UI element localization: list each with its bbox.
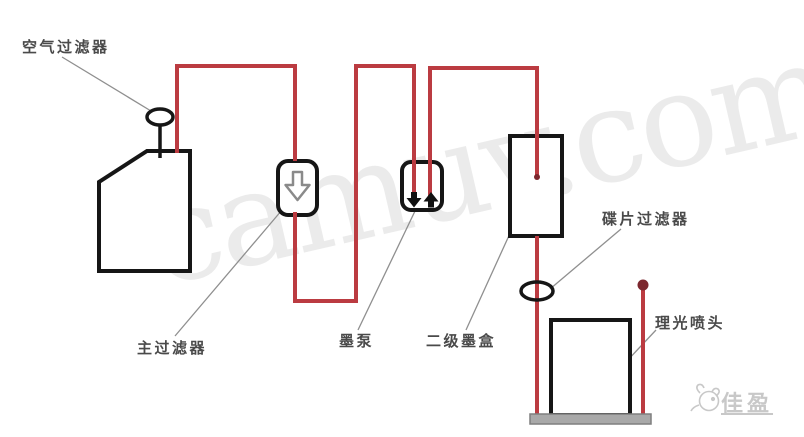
label-disc-filter: 碟片过滤器 [602,210,690,228]
label-printhead: 理光喷头 [655,314,726,332]
printhead-body [549,318,632,417]
down-arrow-icon [284,170,311,202]
pipe-pump-to-cartridge [428,66,539,197]
leader-air-filter [61,56,152,112]
leader-ink-pump [357,208,417,331]
tube-tip-in-cartridge [534,174,540,180]
brand-logo-text: 佳盈 [721,392,774,417]
pipe-main-filter-to-pump [293,64,416,303]
label-ink-pump: 墨泵 [339,332,375,350]
return-line-plug-dot [637,279,649,291]
pipe-tank-to-main-filter [175,64,297,161]
ink-tubing [175,64,645,418]
down-arrow-icon [406,192,422,208]
leader-disc-filter [549,228,622,290]
main-ink-tank [97,149,192,273]
label-main-filter: 主过滤器 [137,339,208,357]
leader-main-filter [174,209,283,337]
label-secondary-cartridge: 二级墨盒 [426,332,497,350]
ink-pump-body [400,160,444,212]
printhead-base-plate [529,413,652,425]
air-filter-symbol [145,107,175,127]
sheep-icon [690,383,720,412]
disc-filter-symbol [519,280,555,302]
label-air-filter: 空气过滤器 [22,38,110,56]
leader-lines [61,56,657,380]
up-arrow-icon [423,192,439,208]
